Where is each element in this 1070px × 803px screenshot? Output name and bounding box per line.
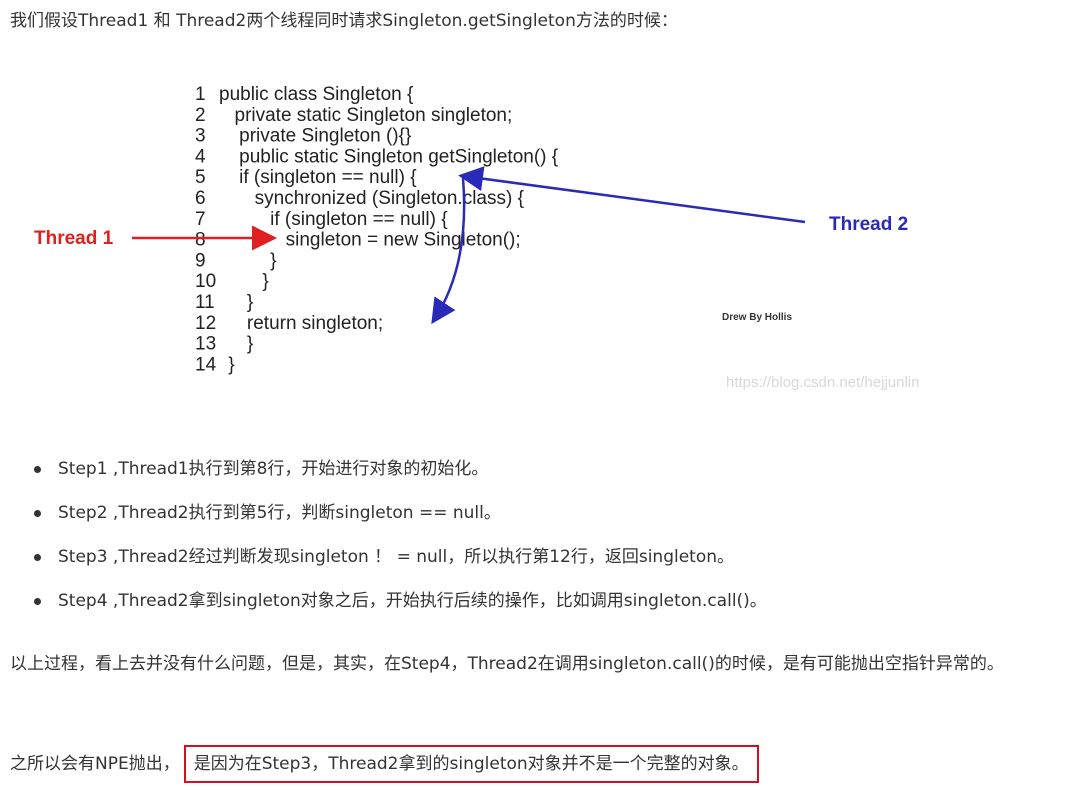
thread2-label: Thread 2 [829, 214, 908, 235]
thread1-label: Thread 1 [34, 228, 114, 249]
code-lines: 1 public class Singleton { 2 private static… [195, 84, 559, 375]
code-line-text: if (singleton == null) { [270, 209, 448, 230]
thread2-curve-arrow [431, 177, 466, 325]
step-text: Step1 ,Thread1执行到第8行，开始进行对象的初始化。 [58, 459, 489, 479]
code-line-text: public class Singleton { [219, 84, 414, 105]
code-line-text: singleton = new Singleton(); [286, 230, 521, 251]
code-line-number: 2 [195, 105, 206, 126]
step-text: Step2 ,Thread2执行到第5行，判断singleton == null… [58, 503, 501, 523]
list-item: Step2 ,Thread2执行到第5行，判断singleton == null… [30, 499, 767, 543]
npe-prefix: 之所以会有NPE抛出， [10, 754, 180, 774]
code-line-number: 5 [195, 167, 206, 188]
code-line-number: 7 [195, 209, 206, 230]
code-line-text: } [247, 334, 253, 355]
highlighted-statement: 是因为在Step3，Thread2拿到的singleton对象并不是一个完整的对… [183, 745, 759, 783]
bullet-icon [34, 554, 41, 561]
code-line-number: 14 [195, 354, 217, 375]
code-line-number: 10 [195, 271, 216, 292]
step-text: Step4 ,Thread2拿到singleton对象之后，开始执行后续的操作，… [58, 591, 767, 611]
code-line-number: 6 [195, 188, 206, 209]
bullet-icon [34, 598, 41, 605]
credit-text: Drew By Hollis [722, 312, 792, 323]
code-line-number: 8 [195, 230, 206, 251]
watermark-text: https://blog.csdn.net/hejjunlin [726, 374, 919, 391]
code-line-text: } [262, 271, 268, 292]
paragraph-npe: 之所以会有NPE抛出，是因为在Step3，Thread2拿到的singleton… [10, 745, 759, 783]
code-line-text: return singleton; [247, 313, 383, 334]
thread2-arrow [458, 166, 806, 224]
steps-list: Step1 ,Thread1执行到第8行，开始进行对象的初始化。 Step2 ,… [30, 455, 767, 631]
code-line-number: 12 [195, 313, 216, 334]
list-item: Step4 ,Thread2拿到singleton对象之后，开始执行后续的操作，… [30, 587, 767, 631]
code-line-text: if (singleton == null) { [239, 167, 417, 188]
intro-text: 我们假设Thread1 和 Thread2两个线程同时请求Singleton.g… [10, 11, 678, 31]
code-line-number: 4 [195, 146, 206, 167]
code-line-number: 1 [195, 84, 206, 105]
code-line-text: private static Singleton singleton; [235, 105, 513, 126]
code-diagram: 1 public class Singleton { 2 private static… [34, 84, 919, 391]
code-line-number: 9 [195, 250, 206, 271]
code-line-text: } [270, 250, 276, 271]
list-item: Step1 ,Thread1执行到第8行，开始进行对象的初始化。 [30, 455, 767, 499]
list-item: Step3 ,Thread2经过判断发现singleton ！ = null，所… [30, 543, 767, 587]
bullet-icon [34, 466, 41, 473]
code-line-text: } [247, 292, 253, 313]
code-line-number: 11 [195, 292, 215, 313]
step-text: Step3 ,Thread2经过判断发现singleton ！ = null，所… [58, 547, 735, 567]
paragraph-explanation: 以上过程，看上去并没有什么问题，但是，其实，在Step4，Thread2在调用s… [10, 654, 1004, 674]
code-line-number: 13 [195, 334, 216, 355]
code-line-text: synchronized (Singleton.class) { [255, 188, 525, 209]
bullet-icon [34, 510, 41, 517]
code-diagram-figure: 1 public class Singleton { 2 private static… [0, 60, 1070, 420]
code-line-number: 3 [195, 126, 206, 147]
code-line-text: } [228, 354, 234, 375]
code-line-text: public static Singleton getSingleton() { [239, 146, 559, 167]
code-line-text: private Singleton (){} [239, 126, 411, 147]
